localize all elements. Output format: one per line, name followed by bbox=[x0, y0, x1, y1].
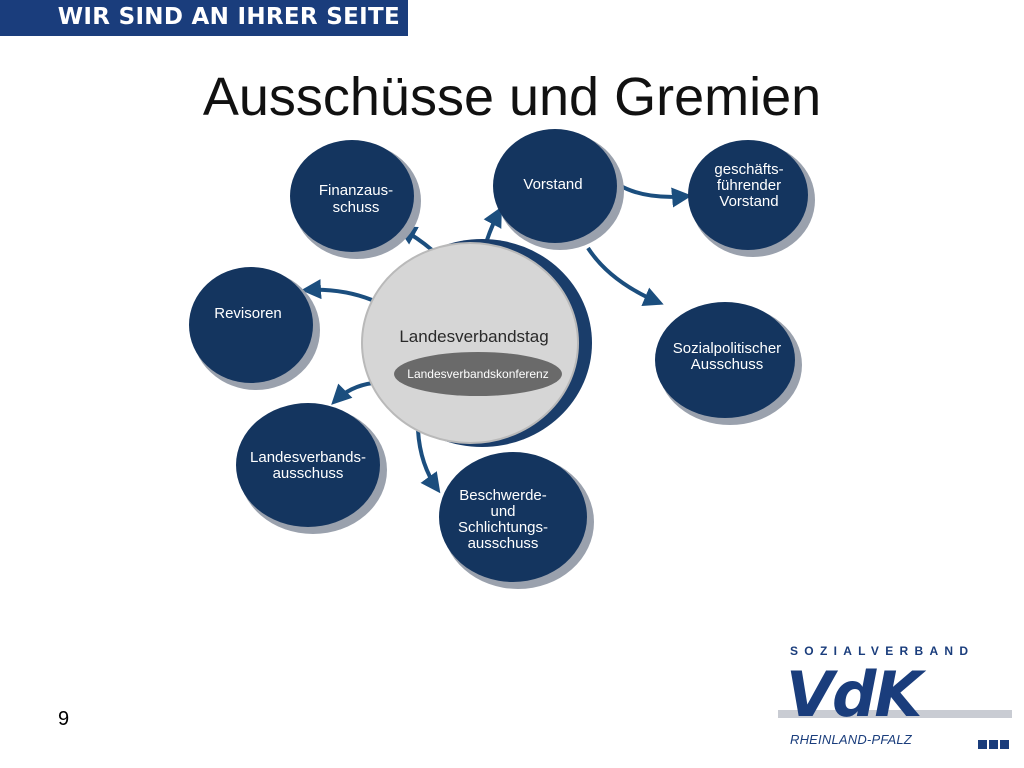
logo-bottom-text: RHEINLAND-PFALZ bbox=[790, 732, 912, 747]
node-landesverbandsausschuss: Landesverbands- ausschuss bbox=[236, 403, 387, 534]
inner-ellipse bbox=[394, 352, 562, 396]
page-number: 9 bbox=[58, 708, 70, 730]
logo-dots bbox=[978, 736, 1011, 754]
sozial-label-2: Ausschuss bbox=[691, 356, 764, 373]
logo-dot bbox=[978, 740, 987, 749]
arrow-to-vorstand bbox=[483, 206, 502, 241]
beschwerde-label-2: und bbox=[490, 503, 515, 520]
sozial-label-1: Sozialpolitischer bbox=[673, 340, 781, 357]
page-title: Ausschüsse und Gremien bbox=[202, 67, 822, 127]
gfv-label-3: Vorstand bbox=[719, 193, 778, 210]
logo-main-text: VdK bbox=[786, 658, 926, 728]
node-beschwerde-schlichtungsausschuss: Beschwerde- und Schlichtungs- ausschuss bbox=[439, 452, 594, 589]
arrow-to-sozialpolitischer-ausschuss bbox=[586, 246, 664, 307]
beschwerde-label-4: ausschuss bbox=[468, 535, 539, 552]
finanzausschuss-label-1: Finanzaus- bbox=[319, 182, 393, 199]
logo-top-text: SOZIALVERBAND bbox=[790, 644, 975, 658]
arrow-to-beschwerdeausschuss bbox=[416, 429, 441, 494]
center-label: Landesverbandstag bbox=[399, 327, 548, 346]
gfv-label-1: geschäfts- bbox=[714, 161, 783, 178]
inner-label: Landesverbandskonferenz bbox=[407, 367, 548, 381]
vorstand-label: Vorstand bbox=[523, 176, 582, 193]
center-node-landesverbandstag: Landesverbandstag Landesverbandskonferen… bbox=[361, 239, 592, 447]
logo-dot bbox=[1000, 740, 1009, 749]
lva-label-2: ausschuss bbox=[273, 465, 344, 482]
logo-dot bbox=[989, 740, 998, 749]
gfv-label-2: führender bbox=[717, 177, 781, 194]
beschwerde-label-1: Beschwerde- bbox=[459, 487, 547, 504]
arrow-to-geschaeftsfuehrender-vorstand bbox=[618, 183, 692, 208]
revisoren-label: Revisoren bbox=[214, 305, 282, 322]
arrows bbox=[301, 183, 692, 494]
arrow-to-revisoren bbox=[301, 279, 373, 302]
banner-text: WIR SIND AN IHRER SEITE bbox=[57, 4, 400, 30]
header-banner: WIR SIND AN IHRER SEITE bbox=[0, 0, 408, 36]
logo-bar bbox=[778, 710, 1012, 718]
node-revisoren: Revisoren bbox=[189, 267, 320, 390]
vdk-logo: SOZIALVERBAND VdK RHEINLAND-PFALZ bbox=[778, 644, 1018, 754]
finanzausschuss-label-2: schuss bbox=[333, 199, 380, 216]
beschwerde-label-3: Schlichtungs- bbox=[458, 519, 548, 536]
lva-label-1: Landesverbands- bbox=[250, 449, 366, 466]
arrow-to-landesverbandsausschuss bbox=[331, 381, 374, 405]
node-sozialpolitischer-ausschuss: Sozialpolitischer Ausschuss bbox=[655, 302, 802, 425]
node-vorstand: Vorstand bbox=[493, 129, 624, 250]
logo-vdk-mark: VdK bbox=[786, 658, 928, 728]
node-geschaeftsfuehrender-vorstand: geschäfts- führender Vorstand bbox=[688, 140, 815, 257]
node-finanzausschuss: Finanzaus- schuss bbox=[290, 140, 421, 259]
